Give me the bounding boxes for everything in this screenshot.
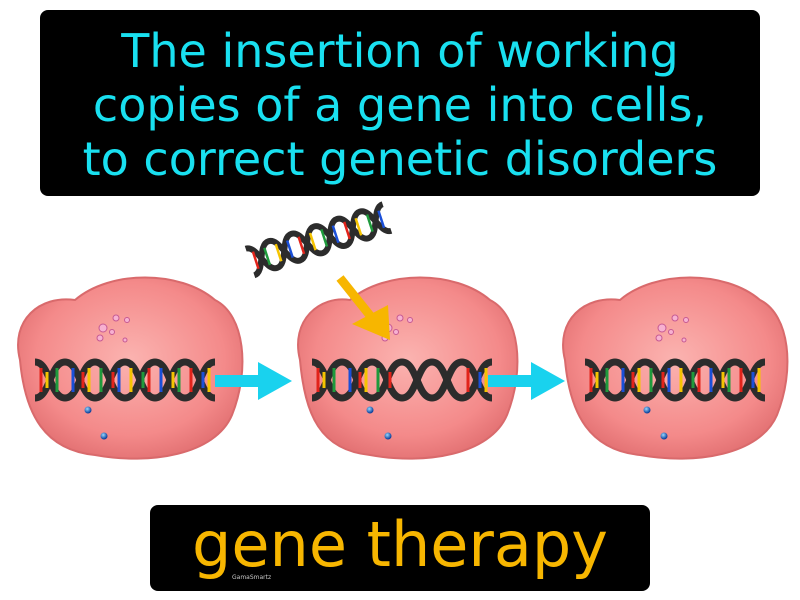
nucleus-dot [643, 406, 651, 414]
nucleus-dot [100, 432, 108, 440]
vesicles [96, 314, 130, 343]
definition-line-3: to correct genetic disorders [82, 132, 718, 186]
term-title: gene therapy [192, 508, 608, 581]
cell-2 [297, 276, 519, 460]
cell-1 [17, 276, 244, 460]
cell-3 [562, 276, 789, 460]
vesicles [655, 314, 689, 343]
definition-box: The insertion of working copies of a gen… [40, 10, 760, 196]
nucleus-dot [366, 406, 374, 414]
dna-helix-icon [34, 358, 216, 402]
dna-helix-icon [244, 201, 393, 279]
arrow-down-icon [336, 275, 390, 340]
dna-helix-icon [584, 358, 766, 402]
definition-line-2: copies of a gene into cells, [92, 78, 708, 132]
arrow-right-icon [488, 362, 565, 400]
nucleus-dot [384, 432, 392, 440]
nucleus-dot [84, 406, 92, 414]
nucleus-dot [660, 432, 668, 440]
gene-therapy-diagram [17, 201, 789, 460]
watermark: GamaSmartz [232, 574, 272, 581]
definition-line-1: The insertion of working [121, 24, 679, 78]
dna-helix-icon [311, 358, 493, 402]
term-box: gene therapy [150, 505, 650, 591]
definition-text: The insertion of working copies of a gen… [40, 24, 760, 186]
cell-icon [562, 276, 789, 460]
arrow-right-icon [215, 362, 292, 400]
